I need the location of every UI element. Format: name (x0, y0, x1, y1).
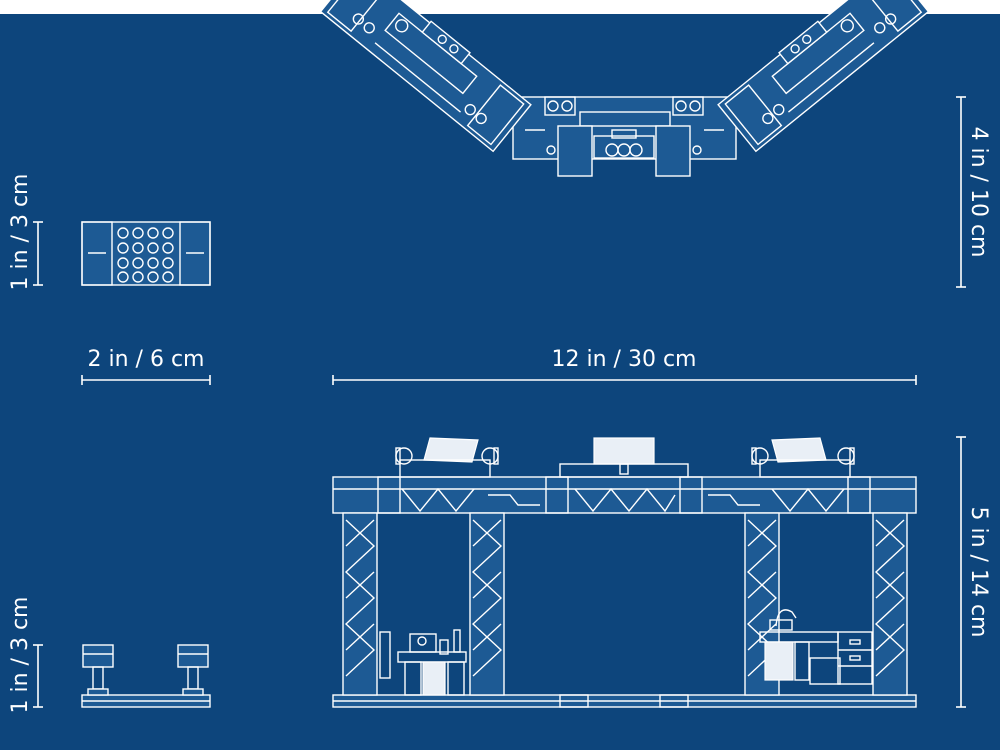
large-front-height-dimension: 5 in / 14 cm (956, 436, 991, 708)
large-front-height-label: 5 in / 14 cm (966, 507, 991, 638)
small-width-dimension: 2 in / 6 cm (81, 347, 211, 385)
large-top-height-dimension: 4 in / 10 cm (956, 96, 991, 288)
large-top-height-label: 4 in / 10 cm (966, 127, 991, 258)
small-top-height-dimension: 1 in / 3 cm (8, 174, 43, 291)
small-width-label: 2 in / 6 cm (88, 347, 205, 372)
large-piece-front-view (332, 437, 917, 708)
large-width-dimension: 12 in / 30 cm (332, 347, 917, 385)
small-top-height-label: 1 in / 3 cm (8, 174, 33, 291)
large-piece-top-view (319, 0, 930, 177)
large-width-label: 12 in / 30 cm (552, 347, 697, 372)
small-piece-front-view (81, 644, 211, 708)
small-piece-top-view (81, 221, 211, 286)
small-bottom-height-dimension: 1 in / 3 cm (8, 597, 43, 714)
small-bottom-height-label: 1 in / 3 cm (8, 597, 33, 714)
